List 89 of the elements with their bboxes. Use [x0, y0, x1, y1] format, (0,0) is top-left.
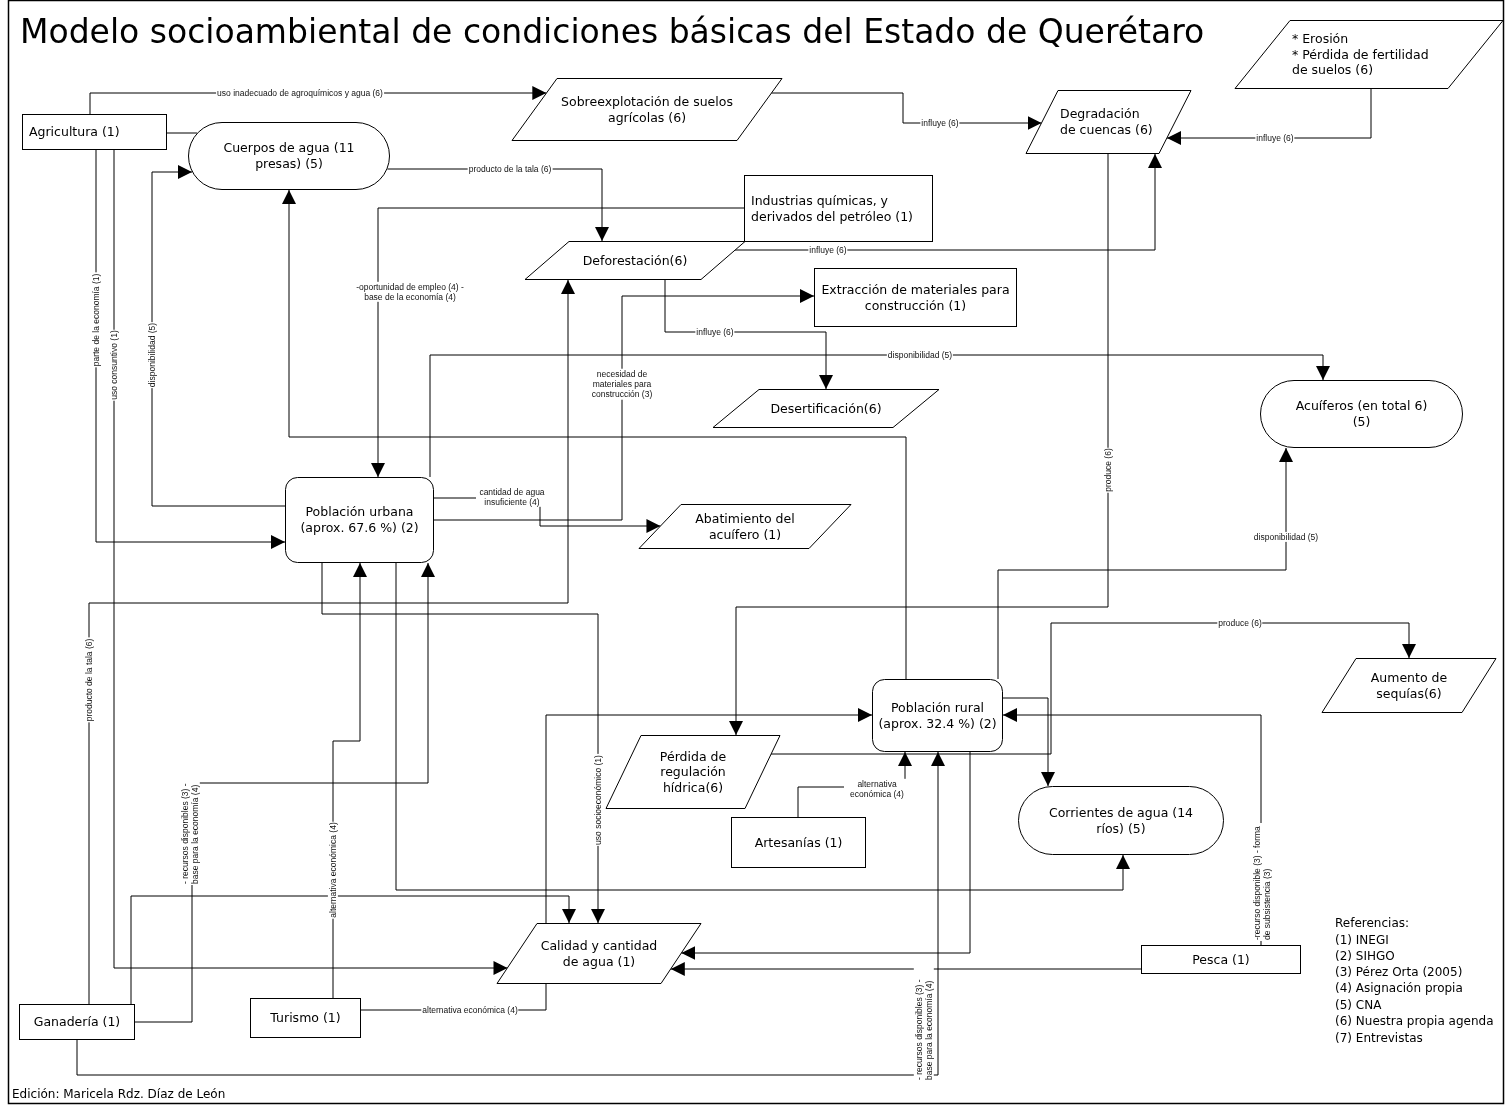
arrow — [770, 622, 1416, 755]
node-label: Industrias químicas, y derivados del petróleo (1) — [751, 192, 914, 225]
data-parallelogram — [497, 923, 701, 984]
data-parallelogram — [1026, 90, 1191, 154]
arrow — [680, 751, 971, 960]
edge-label: producto de la tala (6) — [83, 637, 95, 723]
edge-label: disponibilidad (5) — [886, 349, 954, 361]
arrow — [282, 189, 907, 680]
node-label: Población rural (aprox. 32.4 %) (2) — [878, 699, 997, 732]
data-parallelogram — [512, 78, 782, 141]
reference-item: (1) INEGI — [1335, 933, 1389, 947]
arrow — [113, 149, 508, 975]
node-label: * Erosión — [1292, 31, 1349, 47]
node-label: Turismo (1) — [270, 1010, 341, 1026]
rounded-box — [872, 679, 1003, 752]
edge-label: -oportunidad de empleo (4) -base de la economía (4) — [355, 281, 465, 303]
data-parallelogram — [1235, 20, 1503, 89]
node-label: Deforestación(6) — [582, 252, 688, 269]
arrow — [1002, 697, 1055, 787]
arrow — [433, 289, 815, 521]
node-label: Desertificación(6) — [770, 400, 882, 417]
arrow — [729, 153, 1109, 736]
data-parallelogram — [525, 241, 745, 280]
node-label: Acuíferos (en total 6) (5) — [1294, 398, 1429, 430]
node-label: Agricultura (1) — [29, 124, 120, 140]
arrow — [76, 751, 945, 1076]
node-label: Aumento de sequías(6) — [1369, 669, 1449, 702]
edge-label: uso socioeconómico (1) — [592, 754, 604, 846]
data-parallelogram — [1322, 658, 1496, 713]
edge-label: influye (6) — [808, 244, 848, 256]
node-label: Ganadería (1) — [33, 1014, 121, 1030]
arrow — [88, 279, 575, 1005]
edge-label: influye (6) — [695, 326, 735, 338]
node-label: Artesanías (1) — [754, 834, 843, 851]
arrow — [371, 207, 745, 478]
arrow — [130, 895, 576, 1005]
data-parallelogram — [606, 735, 780, 809]
node-label: Abatimiento del acuífero (1) — [694, 510, 796, 543]
reference-item: (5) CNA — [1335, 998, 1382, 1012]
edge-label: parte de la economía (1) — [90, 272, 102, 368]
edge-label: influye (6) — [920, 117, 960, 129]
references-heading: Referencias: — [1335, 916, 1410, 930]
arrow — [429, 354, 1330, 478]
edge-label: alternativa económica (4) — [421, 1004, 519, 1016]
node-label: Población urbana (aprox. 67.6 %) (2) — [299, 504, 420, 536]
arrow — [545, 708, 873, 924]
reference-item: (4) Asignación propia — [1335, 981, 1463, 995]
edge-label: uso inadecuado de agroquímicos y agua (6) — [216, 87, 384, 99]
edge-label: -recurso disponible (3) - forma de subsistencia (3) — [1251, 823, 1273, 941]
terminal-shape — [188, 122, 390, 190]
node-label: * Pérdida de fertilidad de suelos (6) — [1292, 46, 1430, 78]
process-box — [814, 268, 1017, 327]
arrow — [395, 562, 1130, 891]
arrow — [670, 962, 1142, 976]
reference-item: (3) Pérez Orta (2005) — [1335, 965, 1463, 979]
process-box — [250, 998, 361, 1038]
process-box — [22, 114, 167, 150]
process-box — [19, 1004, 135, 1040]
diagram-title: Modelo socioambiental de condiciones básicas del Estado de Querétaro — [20, 12, 1205, 51]
edge-label: disponibilidad (5) — [146, 321, 158, 389]
node-label: Sobreexplotación de suelos agrícolas (6) — [560, 93, 734, 126]
node-label: Pérdida de regulación hídrica(6) — [658, 748, 728, 796]
edge-label: producto de la tala (6) — [467, 163, 553, 175]
edge-label: influye (6) — [1255, 132, 1295, 144]
node-label: Corrientes de agua (14 ríos) (5) — [1048, 804, 1194, 837]
node-label: Degradación de cuencas (6) — [1060, 106, 1154, 138]
edge-label: disponibilidad (5) — [1252, 531, 1320, 543]
edge-label: cantidad de agua insuficiente (4) — [476, 486, 548, 508]
reference-item: (6) Nuestra propia agenda — [1335, 1014, 1494, 1028]
arrow — [734, 153, 1162, 251]
edge-label: uso consuntivo (1) — [108, 329, 120, 401]
rounded-box — [285, 477, 434, 563]
arrow — [997, 447, 1293, 680]
node-label: Pesca (1) — [1192, 951, 1250, 968]
node-label: Cuerpos de agua (11 presas) (5) — [222, 140, 356, 172]
node-label: Extracción de materiales para construcción (1) — [821, 281, 1010, 314]
process-box — [744, 175, 933, 242]
edge-label: produce (6) — [1217, 617, 1263, 629]
node-label: Calidad y cantidad de agua (1) — [539, 937, 659, 970]
process-box — [731, 817, 866, 868]
reference-item: (7) Entrevistas — [1335, 1031, 1423, 1045]
credit-note: Edición: Maricela Rdz. Díaz de León — [12, 1087, 226, 1101]
process-box — [1141, 945, 1301, 974]
connector-line — [166, 132, 198, 134]
edge-label: alternativa económica (4) — [327, 821, 339, 919]
data-parallelogram — [713, 389, 939, 428]
data-parallelogram — [639, 504, 851, 549]
reference-item: (2) SIHGO — [1335, 949, 1395, 963]
edge-label: produce (6) — [1102, 447, 1114, 493]
